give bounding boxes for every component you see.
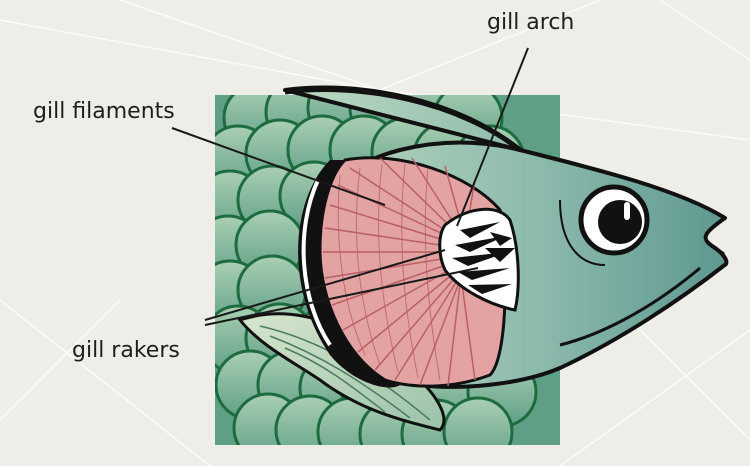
label-gill-rakers: gill rakers [72, 338, 180, 363]
label-gill-filaments: gill filaments [33, 99, 175, 124]
label-gill-arch: gill arch [487, 10, 574, 35]
fish-eye-icon [581, 187, 647, 253]
